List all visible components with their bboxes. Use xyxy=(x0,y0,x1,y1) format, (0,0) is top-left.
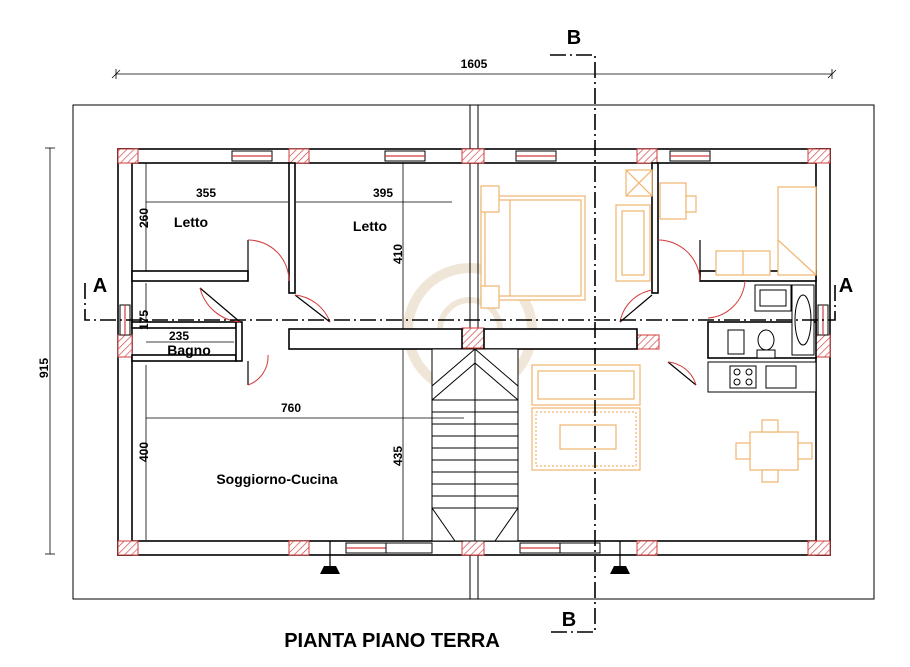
exterior-lamps xyxy=(320,541,630,574)
living-depth-2: 435 xyxy=(391,446,405,466)
bottom-windows xyxy=(345,542,601,554)
bedroom-2-width: 395 xyxy=(373,186,393,200)
bathroom-label: Bagno xyxy=(167,342,211,358)
top-windows xyxy=(231,150,711,162)
section-line-a: A A xyxy=(84,275,853,321)
overall-depth-label: 915 xyxy=(37,358,51,378)
fixtures xyxy=(707,284,817,393)
overall-width-label: 1605 xyxy=(461,57,488,71)
bedroom-2-label: Letto xyxy=(353,218,387,234)
section-b-bottom-label: B xyxy=(562,609,576,631)
living-depth: 400 xyxy=(137,442,151,462)
bedroom-1-width: 355 xyxy=(196,186,216,200)
staircase xyxy=(431,348,519,542)
structural-columns xyxy=(117,148,831,556)
site-boundary xyxy=(72,104,875,600)
bathroom-depth: 175 xyxy=(137,310,151,330)
section-a-right-label: A xyxy=(839,275,853,297)
bathroom-width: 235 xyxy=(169,329,189,343)
bedroom-1-depth: 260 xyxy=(137,208,151,228)
section-a-left-label: A xyxy=(93,275,107,297)
bedroom-1-label: Letto xyxy=(174,214,208,230)
furniture xyxy=(480,169,817,483)
doors xyxy=(199,239,746,386)
living-kitchen-label: Soggiorno-Cucina xyxy=(216,471,338,487)
section-line-b: B B xyxy=(550,27,596,633)
living-width: 760 xyxy=(281,401,301,415)
overall-depth-dimension: 915 xyxy=(37,147,55,555)
interior-dimensions xyxy=(145,163,464,540)
section-b-top-label: B xyxy=(567,27,581,49)
overall-width-dimension: 1605 xyxy=(111,57,837,79)
drawing-title: PIANTA PIANO TERRA xyxy=(284,630,500,652)
bedroom-2-depth: 410 xyxy=(391,244,405,264)
